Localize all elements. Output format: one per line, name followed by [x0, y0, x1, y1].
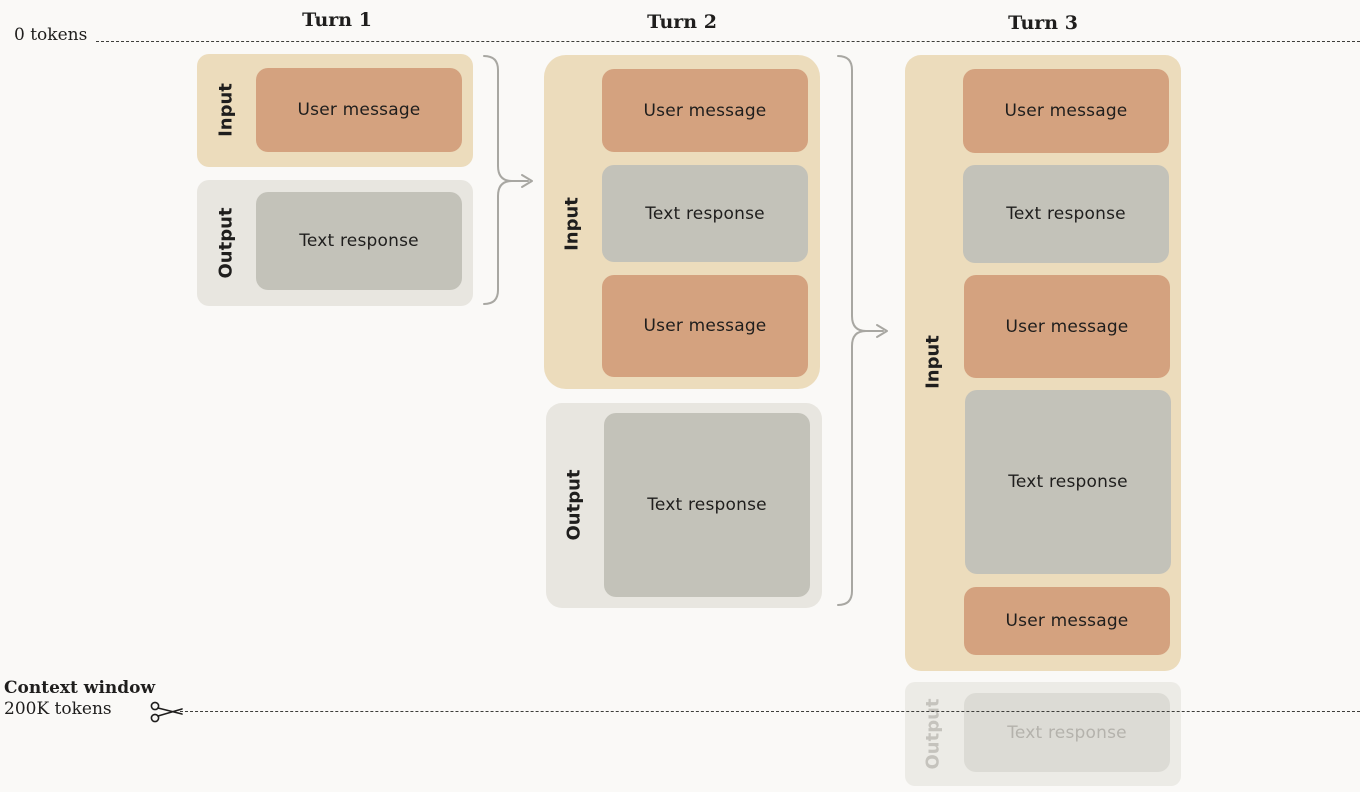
turn-2-user-message-1: User message: [602, 69, 808, 152]
turn-3-user-message-2: User message: [964, 275, 1170, 378]
start-dashed-line: [96, 41, 1360, 42]
turn-1-output-group: Output Text response: [197, 180, 473, 306]
context-window-value: 200K tokens: [4, 699, 112, 719]
turn-2-to-3-arrowhead: [876, 324, 888, 338]
turn-3-output-group-truncated: Output Text response: [905, 682, 1181, 786]
turn-3-text-response-2: Text response: [965, 390, 1171, 574]
turn-2-user-message-2: User message: [602, 275, 808, 377]
turn-1-title: Turn 1: [302, 9, 372, 31]
turn-2-output-group: Output Text response: [546, 403, 822, 608]
turn-1-text-response: Text response: [256, 192, 462, 290]
turn-3-user-message-3: User message: [964, 587, 1170, 655]
turn-3-input-group: Input User message Text response User me…: [905, 55, 1181, 671]
turn-2-title: Turn 2: [647, 11, 717, 33]
context-window-title: Context window: [4, 678, 156, 698]
turn-1-input-group: Input User message: [197, 54, 473, 167]
turn-2-to-3-bracket: [837, 55, 884, 606]
scissors-icon: [150, 701, 183, 723]
start-marker-label: 0 tokens: [14, 25, 88, 45]
turn-3-title: Turn 3: [1008, 12, 1078, 34]
turn-2-text-response-1: Text response: [602, 165, 808, 262]
turn-3-text-response-1: Text response: [963, 165, 1169, 263]
turn-1-user-message: User message: [256, 68, 462, 152]
context-limit-dashed-line: [180, 711, 1360, 712]
turn-3-text-response-truncated: Text response: [964, 693, 1170, 772]
turn-2-text-response: Text response: [604, 413, 810, 597]
turn-2-input-group: Input User message Text response User me…: [544, 55, 820, 389]
turn-1-to-2-arrowhead: [521, 174, 533, 188]
turn-1-to-2-bracket: [483, 55, 529, 305]
turn-3-user-message-1: User message: [963, 69, 1169, 153]
